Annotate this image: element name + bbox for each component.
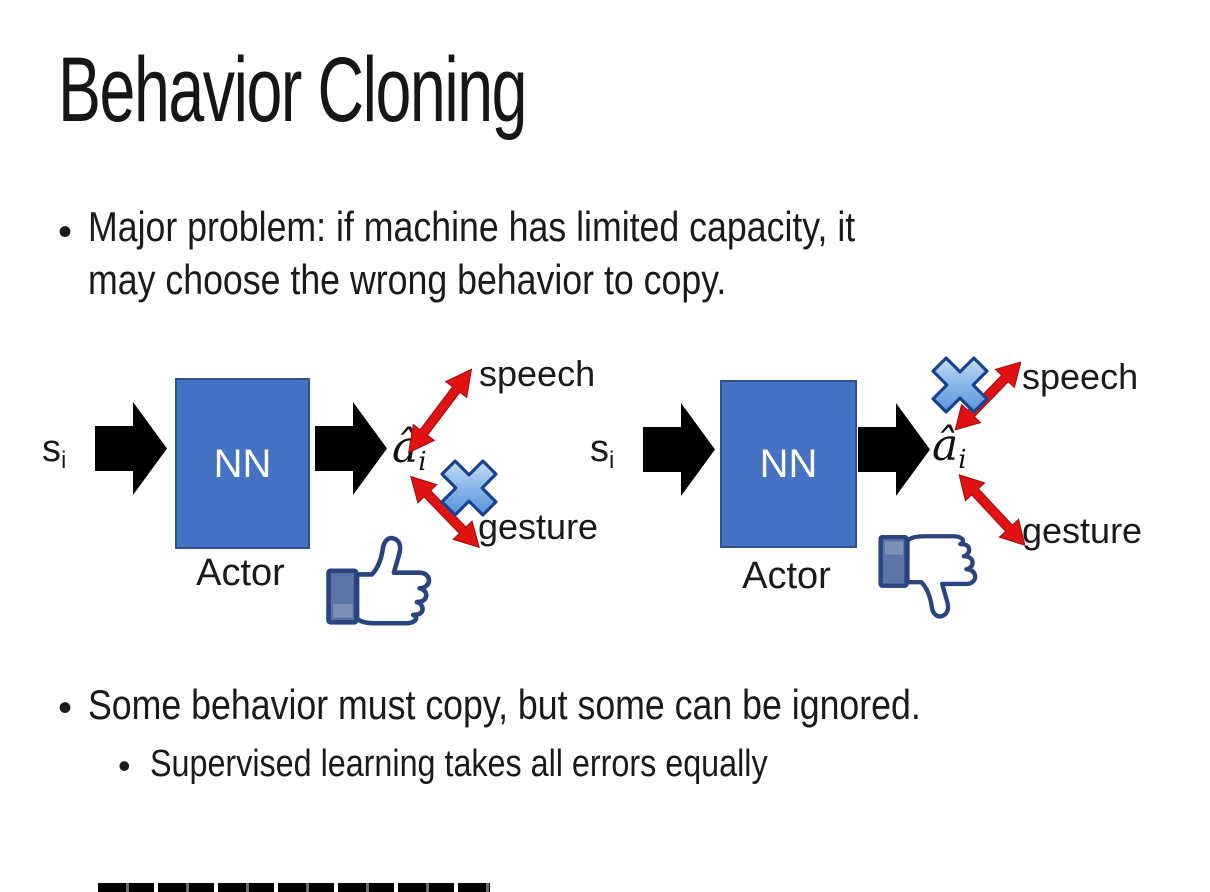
actor-label: Actor <box>196 552 285 594</box>
bullet-text-major-problem: Major problem: if machine has limited ca… <box>88 200 855 306</box>
gesture-label: gesture <box>1022 510 1143 551</box>
speech-relation-arrow-icon <box>954 361 1022 431</box>
thumbs-down-icon <box>878 534 978 619</box>
bullet-line-2: may choose the wrong behavior to copy. <box>88 256 727 303</box>
action-subscript: i <box>418 447 427 477</box>
nn-label: NN <box>213 441 272 486</box>
bullet-marker: • <box>58 210 73 254</box>
bullet-line: Some behavior must copy, but some can be… <box>88 681 921 728</box>
gesture-label: gesture <box>478 506 599 547</box>
action-subscript: i <box>958 445 967 475</box>
cross-icon <box>931 356 989 414</box>
nn-box: NN <box>720 380 857 548</box>
cross-icon <box>440 459 498 517</box>
thumbs-up-icon <box>326 535 432 626</box>
cutoff-text-strip <box>98 883 490 892</box>
sub-bullet-marker: • <box>118 745 131 786</box>
nn-label: NN <box>759 442 818 486</box>
nn-box: NN <box>175 378 310 549</box>
gesture-relation-arrow-icon <box>410 475 480 549</box>
speech-relation-arrow-icon <box>407 368 473 454</box>
speech-label: speech <box>479 353 596 394</box>
state-input-label: si <box>42 430 66 473</box>
output-arrow-icon <box>315 402 387 495</box>
output-arrow-icon <box>858 403 930 496</box>
input-arrow-icon <box>95 402 167 495</box>
input-arrow-icon <box>643 403 715 496</box>
state-base: s <box>42 428 61 470</box>
bullet-line-1: Major problem: if machine has limited ca… <box>88 203 856 250</box>
predicted-action-label: âi <box>932 424 967 475</box>
gesture-relation-arrow-icon <box>958 474 1026 546</box>
state-base: s <box>590 428 609 470</box>
speech-label: speech <box>1022 356 1139 397</box>
bullet-marker: • <box>58 686 73 730</box>
slide-title: Behavior Cloning <box>58 39 527 141</box>
state-subscript: i <box>61 447 67 474</box>
state-input-label: si <box>590 430 614 473</box>
action-base: â <box>932 420 959 471</box>
sub-bullet-text-supervised: Supervised learning takes all errors equ… <box>150 743 768 785</box>
bullet-text-some-behavior: Some behavior must copy, but some can be… <box>88 678 921 731</box>
state-subscript: i <box>609 447 615 474</box>
actor-label: Actor <box>742 555 831 597</box>
